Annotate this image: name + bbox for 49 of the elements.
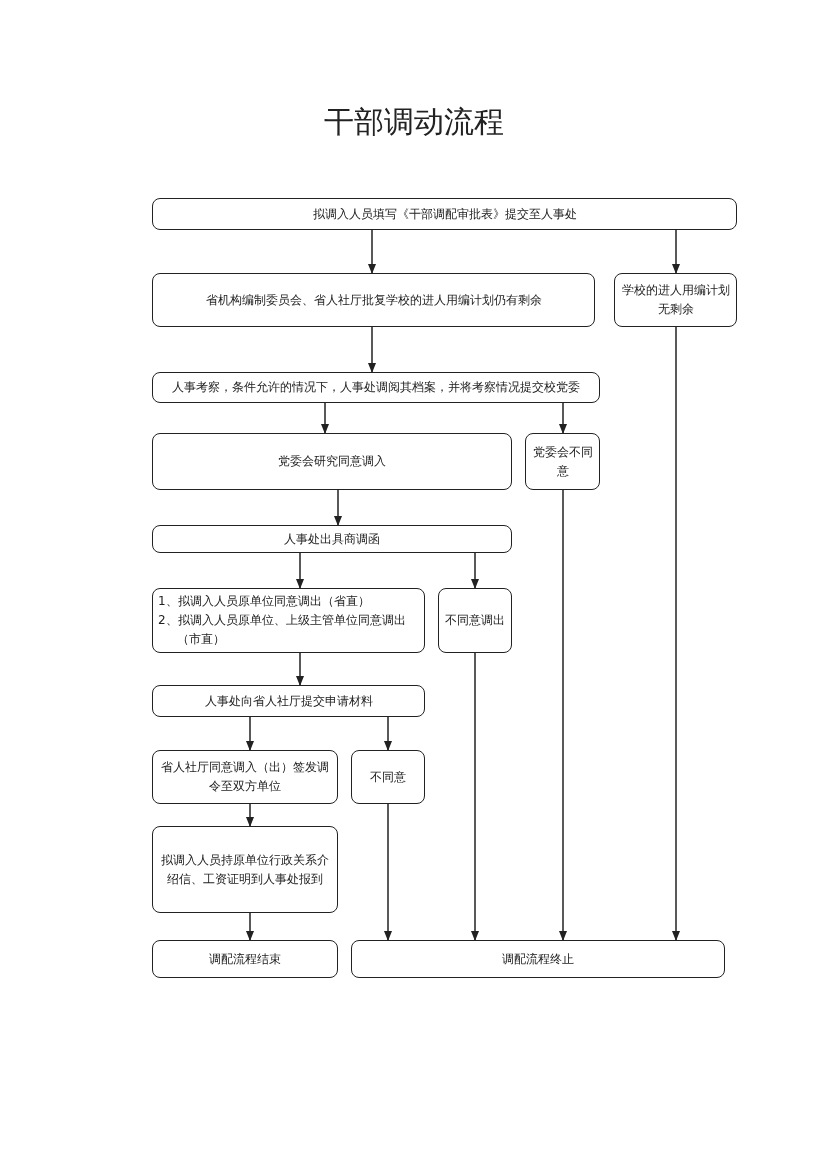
box-text: 不同意调出 — [445, 612, 505, 629]
box-text: 人事考察，条件允许的情况下，人事处调阅其档案，并将考察情况提交校党委 — [172, 379, 580, 396]
box-text: 人事处向省人社厅提交申请材料 — [204, 692, 373, 710]
process-box — [152, 433, 512, 490]
box-text: 不同意 — [370, 768, 406, 786]
process-box — [438, 588, 512, 653]
arrow — [672, 326, 680, 941]
arrow — [368, 229, 376, 274]
process-box — [351, 940, 725, 978]
box-text: 拟调入人员持原单位行政关系介绍信、工资证明到人事处报到 — [160, 851, 330, 888]
arrow — [559, 489, 567, 941]
process-box — [351, 750, 425, 804]
arrow — [246, 716, 254, 751]
box-text: 拟调入人员填写《干部调配审批表》提交至人事处 — [312, 205, 577, 223]
box-text: 党委会不同意 — [531, 443, 594, 480]
arrow — [471, 652, 479, 941]
process-box — [152, 750, 338, 804]
box-text: 调配流程终止 — [502, 950, 574, 968]
process-box — [152, 826, 338, 913]
arrow — [471, 552, 479, 589]
box-text: 省机构编制委员会、省人社厅批复学校的进人用编计划仍有剩余 — [205, 291, 542, 309]
arrow — [334, 489, 342, 526]
box-text: 人事处出具商调函 — [284, 530, 380, 548]
arrow — [384, 803, 392, 941]
arrow — [246, 803, 254, 827]
title: 干部调动流程 — [322, 103, 505, 141]
arrow — [296, 552, 304, 589]
arrow — [246, 912, 254, 941]
arrow — [368, 326, 376, 373]
process-box — [152, 273, 595, 327]
arrow — [384, 716, 392, 751]
process-box — [152, 588, 425, 653]
box-text: 党委会研究同意调入 — [278, 453, 386, 470]
box-text: 学校的进人用编计划无剩余 — [620, 282, 731, 318]
arrow — [296, 652, 304, 686]
arrow — [559, 402, 567, 434]
box-text: 2、拟调入人员原单位、上级主管单位同意调出（市直） — [158, 612, 407, 648]
arrow — [672, 229, 680, 274]
box-text: 调配流程结束 — [209, 950, 281, 968]
process-box — [152, 372, 600, 403]
process-box — [614, 273, 737, 327]
process-box — [152, 940, 338, 978]
process-box — [525, 433, 600, 490]
box-text: 1、拟调入人员原单位同意调出（省直） — [158, 593, 370, 610]
box-text: 省人社厅同意调入（出）签发调令至双方单位 — [160, 759, 330, 795]
process-box — [152, 525, 512, 553]
arrow — [321, 402, 329, 434]
process-box — [152, 198, 737, 230]
process-box — [152, 685, 425, 717]
